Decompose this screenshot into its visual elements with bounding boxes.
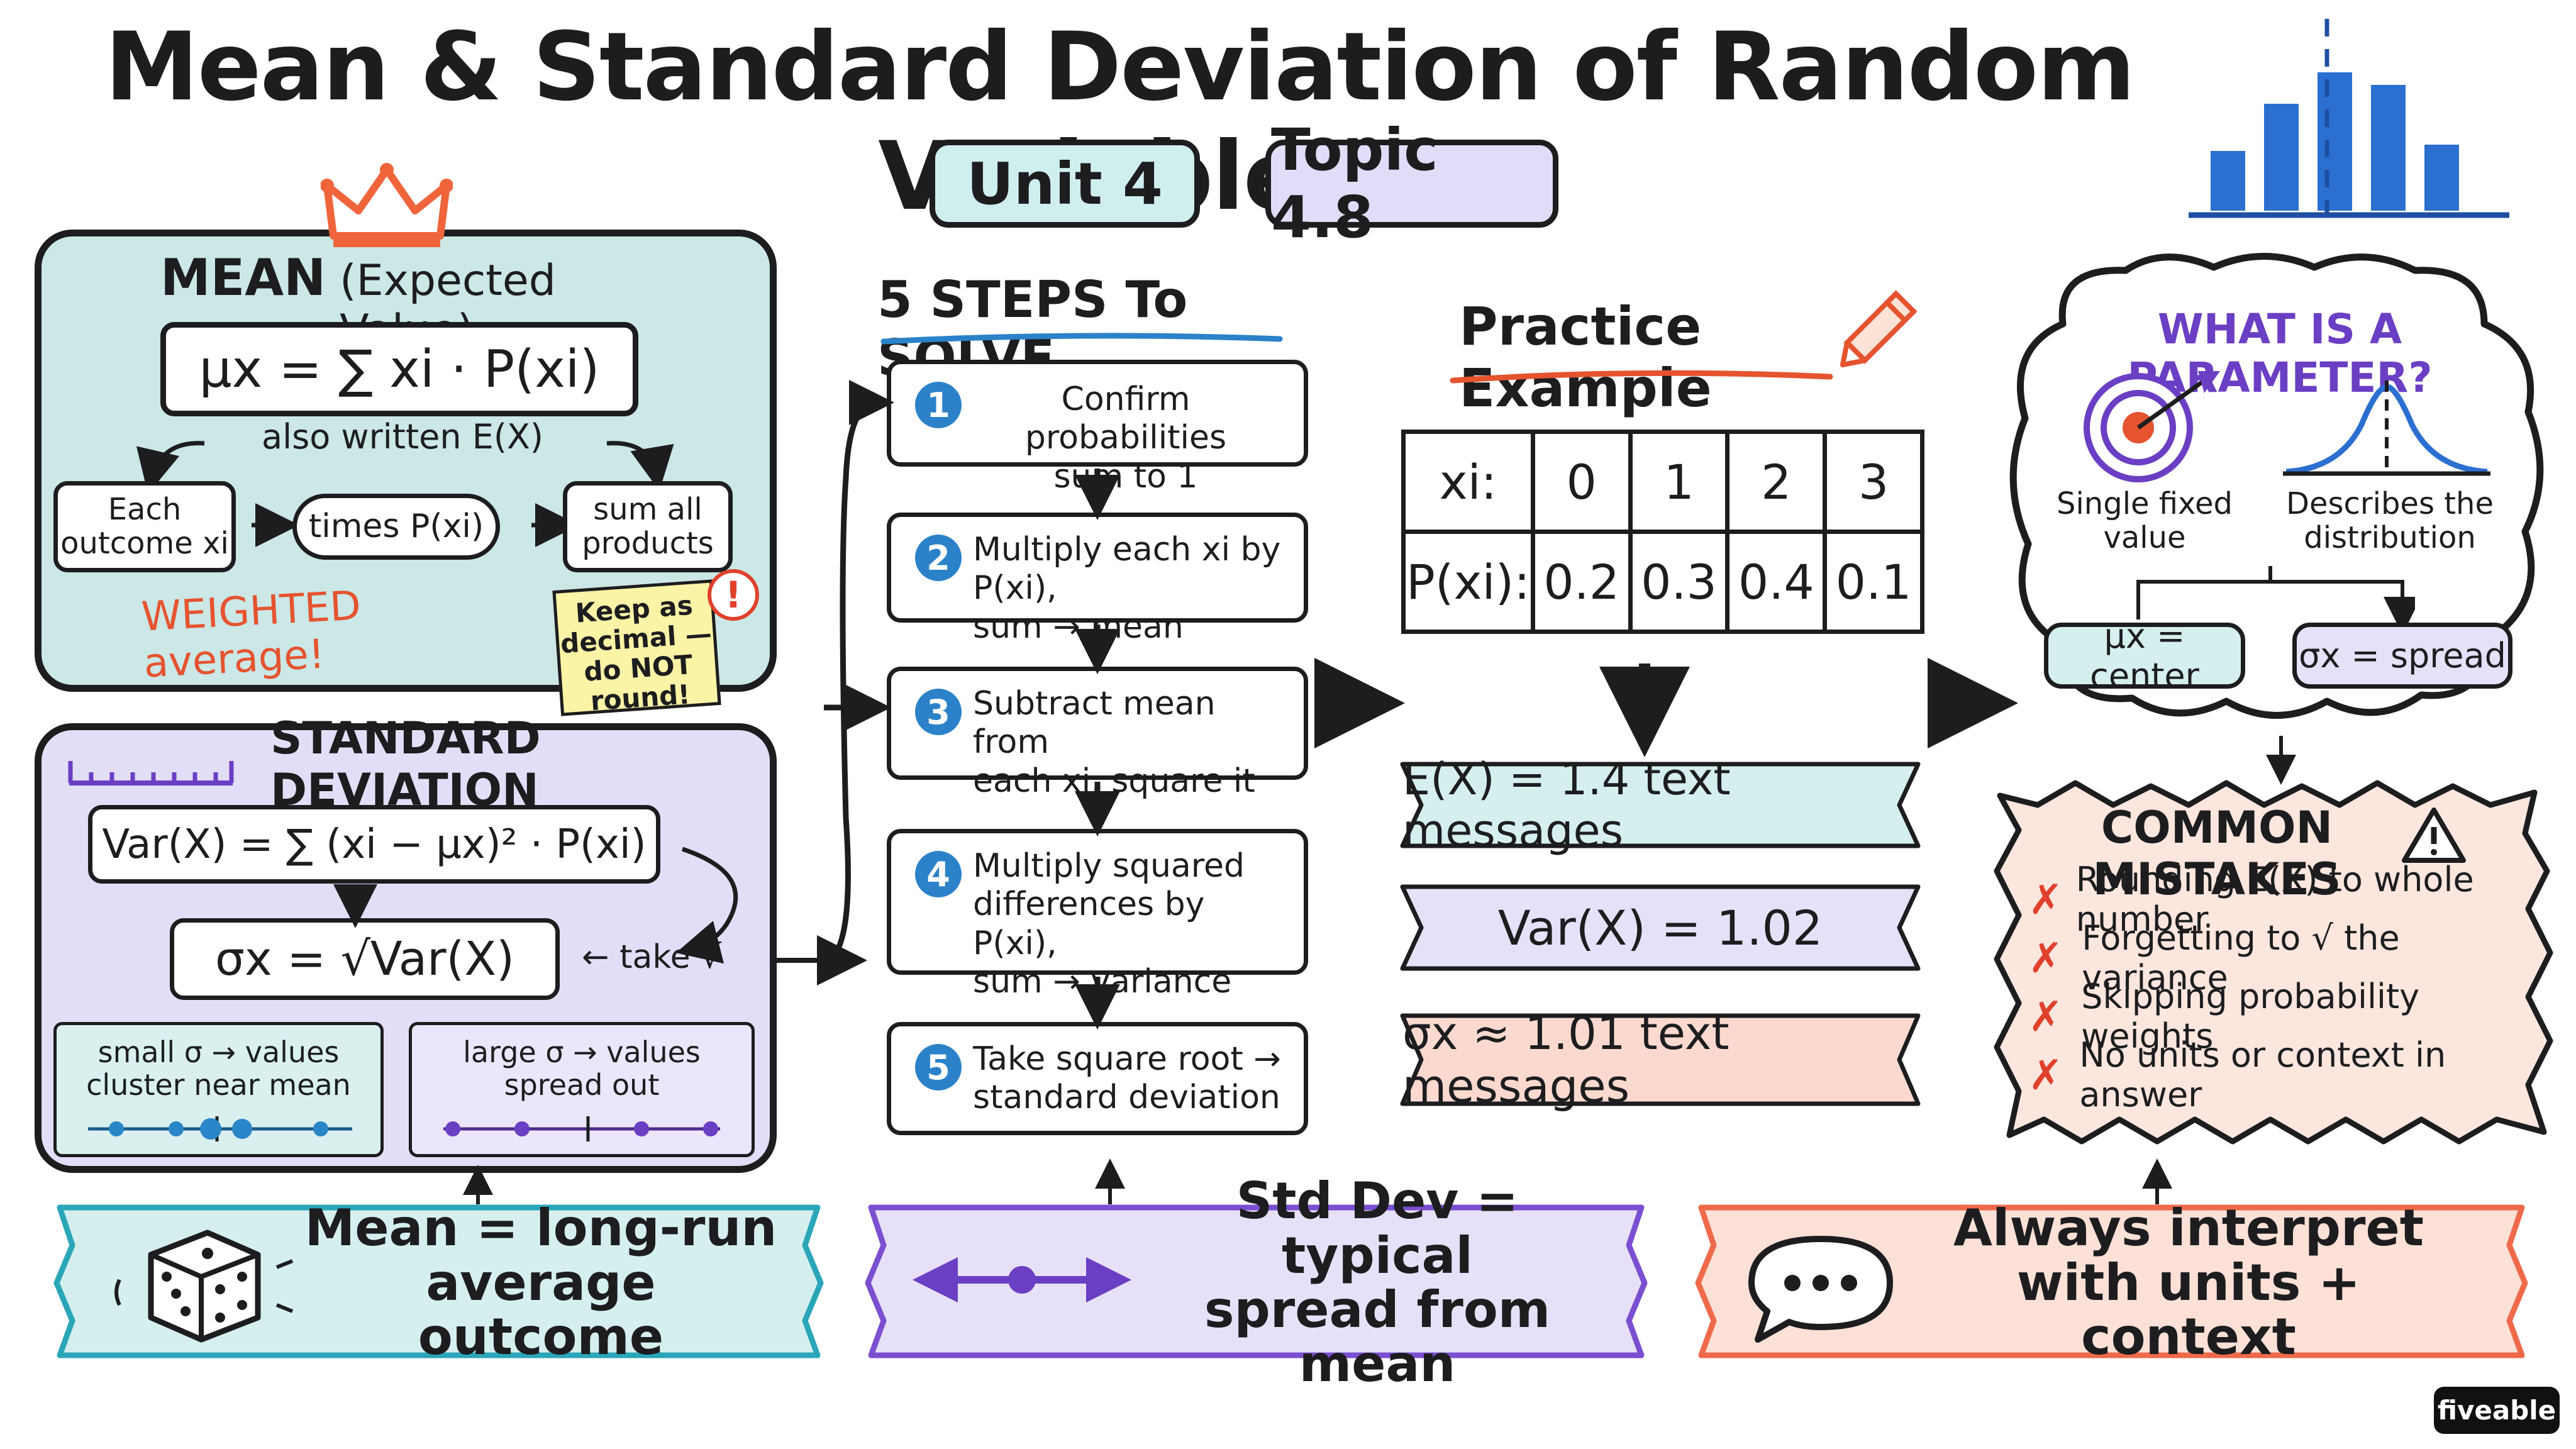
step-1: 1 Confirm probabilities sum to 1 bbox=[887, 360, 1308, 496]
mistake-text: No units or context in answer bbox=[2079, 1035, 2446, 1114]
large-sigma-text: large σ → values spread out bbox=[463, 1035, 701, 1102]
flow-each-outcome: Each outcome xi bbox=[53, 481, 236, 572]
small-sigma-dotplot bbox=[88, 1116, 352, 1141]
step-2-text: Multiply each xi by P(xi), sum → mean bbox=[973, 531, 1281, 646]
mean-arrows bbox=[136, 441, 674, 547]
target-icon bbox=[2084, 371, 2220, 482]
step-3-number: 3 bbox=[915, 689, 962, 735]
crown-icon bbox=[321, 163, 453, 247]
x-value: 0 bbox=[1530, 430, 1633, 534]
mean-formula: μx = ∑ xi · P(xi) bbox=[160, 322, 638, 416]
pencil-icon bbox=[1840, 290, 1918, 368]
result-variance: Var(X) = 1.02 bbox=[1497, 899, 1823, 956]
ruler-icon bbox=[68, 761, 234, 786]
x-value: 2 bbox=[1725, 430, 1828, 534]
variance-formula: Var(X) = ∑ (xi − μx)² · P(xi) bbox=[88, 805, 660, 884]
practice-heading: Practice Example bbox=[1459, 296, 1712, 419]
mistakes-burst bbox=[1994, 780, 2553, 1145]
x-value: 1 bbox=[1628, 430, 1730, 534]
bottom-std-text: Std Dev = typical spread from mean bbox=[1204, 1172, 1551, 1394]
p-value: 0.1 bbox=[1823, 530, 1924, 634]
bell-curve-icon bbox=[2283, 380, 2490, 476]
bar-chart-icon bbox=[2189, 19, 2509, 218]
x-mark-icon: ✗ bbox=[2028, 875, 2063, 924]
p-value: 0.4 bbox=[1725, 530, 1828, 634]
topic-badge: Topic 4.8 bbox=[1265, 116, 1558, 251]
large-sigma-box: large σ → values spread out bbox=[409, 1022, 755, 1157]
x-mark-icon: ✗ bbox=[2028, 1050, 2063, 1099]
result-banners bbox=[1400, 762, 1921, 1106]
step-5-text: Take square root → standard deviation bbox=[973, 1040, 1281, 1117]
also-written-note: also written E(X) bbox=[261, 417, 543, 457]
warning-icon bbox=[2402, 808, 2466, 863]
table-row: xi: 0 1 2 3 bbox=[1401, 430, 1924, 534]
std-arrows bbox=[333, 847, 867, 985]
small-sigma-text: small σ → values cluster near mean bbox=[86, 1035, 351, 1102]
target-caption: Single fixed value bbox=[2057, 486, 2233, 555]
row-x-label: xi: bbox=[1401, 430, 1535, 534]
bottom-mean-text: Mean = long-run average outcome bbox=[304, 1199, 777, 1367]
parameter-connector bbox=[2136, 566, 2415, 626]
result-sd: σx ≈ 1.01 text messages bbox=[1402, 1007, 1729, 1113]
brand-logo: fiveable bbox=[2434, 1387, 2560, 1434]
practice-underline bbox=[1450, 370, 1833, 384]
step-5: 5 Take square root → standard deviation bbox=[887, 1022, 1308, 1135]
dice-icon bbox=[114, 1230, 294, 1343]
bottom-interpret-text: Always interpret with units + context bbox=[1953, 1199, 2424, 1367]
alert-icon: ! bbox=[708, 569, 759, 621]
step-3: 3 Subtract mean from each xi, square it bbox=[887, 667, 1308, 800]
row-p-label: P(xi): bbox=[1401, 530, 1535, 634]
step-4-text: Multiply squared differences by P(xi), s… bbox=[973, 847, 1245, 1001]
center-badge: μx = center bbox=[2044, 616, 2245, 696]
mistake-text: Skipping probability weights bbox=[2081, 977, 2420, 1056]
step-4-number: 4 bbox=[915, 851, 962, 897]
take-root-note: ← take √ bbox=[582, 938, 722, 976]
mistake-item: ✗Rounding E(X) to whole number bbox=[2028, 860, 2531, 939]
p-value: 0.3 bbox=[1628, 530, 1730, 634]
p-value: 0.2 bbox=[1530, 530, 1633, 634]
spread-arrows-icon bbox=[913, 1257, 1131, 1302]
mean-heading-main: MEAN bbox=[160, 248, 326, 307]
step-1-text: Confirm probabilities sum to 1 bbox=[1024, 380, 1227, 496]
mistakes-heading: COMMON MISTAKES bbox=[2092, 802, 2341, 905]
parameter-heading: WHAT IS A PARAMETER? bbox=[2127, 305, 2433, 402]
curve-caption: Describes the distribution bbox=[2286, 486, 2494, 555]
x-mark-icon: ✗ bbox=[2028, 933, 2063, 982]
x-mark-icon: ✗ bbox=[2028, 992, 2063, 1041]
table-row: P(xi): 0.2 0.3 0.4 0.1 bbox=[1401, 530, 1924, 634]
step-5-number: 5 bbox=[915, 1044, 962, 1091]
step-1-number: 1 bbox=[915, 382, 962, 428]
mistake-item: ✗ No units or context in answer bbox=[2028, 1035, 2531, 1114]
small-sigma-box: small σ → values cluster near mean bbox=[53, 1022, 384, 1157]
large-sigma-dotplot bbox=[443, 1116, 720, 1141]
x-value: 3 bbox=[1823, 430, 1924, 534]
mistake-text: Forgetting to √ the variance bbox=[2082, 918, 2400, 997]
flow-sum-products: sum all products bbox=[563, 481, 733, 572]
step-3-text: Subtract mean from each xi, square it bbox=[973, 685, 1255, 800]
steps-underline bbox=[880, 333, 1283, 345]
probability-table: xi: 0 1 2 3 P(xi): 0.2 0.3 0.4 0.1 bbox=[1401, 430, 1924, 634]
unit-badge: Unit 4 bbox=[930, 140, 1200, 228]
speech-bubble-icon bbox=[1748, 1236, 1893, 1343]
mistake-item: ✗ Forgetting to √ the variance bbox=[2028, 918, 2531, 997]
step-2-number: 2 bbox=[915, 535, 962, 581]
flow-times-p: times P(xi) bbox=[292, 494, 500, 560]
mistake-text: Rounding E(X) to whole number bbox=[2075, 860, 2474, 939]
result-mean: E(X) = 1.4 text messages bbox=[1402, 753, 1731, 857]
spread-badge: σx = spread bbox=[2292, 623, 2512, 689]
mistake-item: ✗ Skipping probability weights bbox=[2028, 977, 2531, 1056]
